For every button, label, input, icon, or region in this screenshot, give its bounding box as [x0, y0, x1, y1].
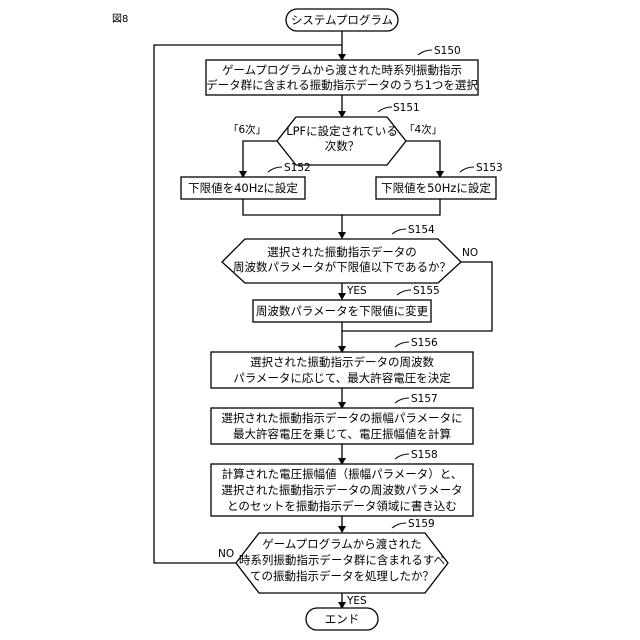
step-s150-line-2: データ群に含まれる振動指示データのうち1つを選択	[206, 78, 478, 92]
decision-s151-id: S151	[393, 102, 420, 114]
start-terminal: システムプログラム	[286, 9, 398, 31]
end-label: エンド	[325, 612, 360, 626]
decision-s159: ゲームプログラムから渡された 時系列振動指示データ群に含まれるすべ ての振動指示…	[218, 518, 448, 607]
step-s155-line-1: 周波数パラメータを下限値に変更	[256, 304, 429, 318]
step-s156-line-2: パラメータに応じて、最大許容電圧を決定	[233, 371, 451, 385]
decision-s159-id: S159	[408, 518, 435, 530]
step-s150-id: S150	[434, 45, 461, 57]
decision-s159-line-2: 時系列振動指示データ群に含まれるすべ	[239, 553, 445, 567]
decision-s159-yes: YES	[346, 595, 367, 607]
decision-s159-line-1: ゲームプログラムから渡された	[262, 537, 422, 551]
decision-s159-line-3: ての振動指示データを処理したか？	[250, 569, 434, 583]
decision-s154-line-1: 選択された振動指示データの	[267, 245, 417, 259]
step-s152-id: S152	[284, 162, 311, 174]
step-s158-line-1: 計算された電圧振幅値（振幅パラメータ）と、	[222, 467, 463, 481]
decision-s151-line-2: 次数？	[325, 139, 360, 153]
step-s153-id: S153	[476, 162, 503, 174]
decision-s154-id: S154	[408, 224, 435, 236]
step-s157-line-1: 選択された振動指示データの振幅パラメータに	[221, 411, 462, 425]
start-label: システムプログラム	[291, 13, 393, 27]
decision-s159-no: NO	[218, 548, 234, 560]
step-s157-line-2: 最大許容電圧を乗じて、電圧振幅値を計算	[233, 427, 451, 441]
step-s152-line-1: 下限値を40Hzに設定	[188, 181, 298, 195]
step-s156-line-1: 選択された振動指示データの周波数	[250, 355, 434, 369]
decision-s154-no: NO	[462, 247, 478, 259]
decision-s154-line-2: 周波数パラメータが下限値以下であるか？	[233, 260, 451, 274]
step-s156-id: S156	[411, 337, 438, 349]
branch-label-6th: 「6次」	[228, 123, 266, 136]
step-s150-line-1: ゲームプログラムから渡された時系列振動指示	[222, 63, 462, 77]
step-s158-line-3: とのセットを振動指示データ領域に書き込む	[227, 499, 457, 513]
step-s158-line-2: 選択された振動指示データの周波数パラメータ	[221, 483, 462, 497]
step-s158-id: S158	[411, 449, 438, 461]
end-terminal: エンド	[306, 608, 378, 630]
figure-label: 図8	[112, 13, 128, 25]
branch-label-4th: 「4次」	[404, 123, 442, 136]
decision-s151-line-1: LPFに設定されている	[286, 124, 398, 138]
decision-s151: LPFに設定されている 次数？ S151 「6次」 「4次」	[228, 102, 442, 165]
step-s155-id: S155	[413, 285, 440, 297]
step-s153-line-1: 下限値を50Hzに設定	[381, 181, 491, 195]
step-s152: 下限値を40Hzに設定 S152	[181, 162, 311, 199]
decision-s154-yes: YES	[346, 285, 367, 297]
step-s157-id: S157	[411, 393, 438, 405]
